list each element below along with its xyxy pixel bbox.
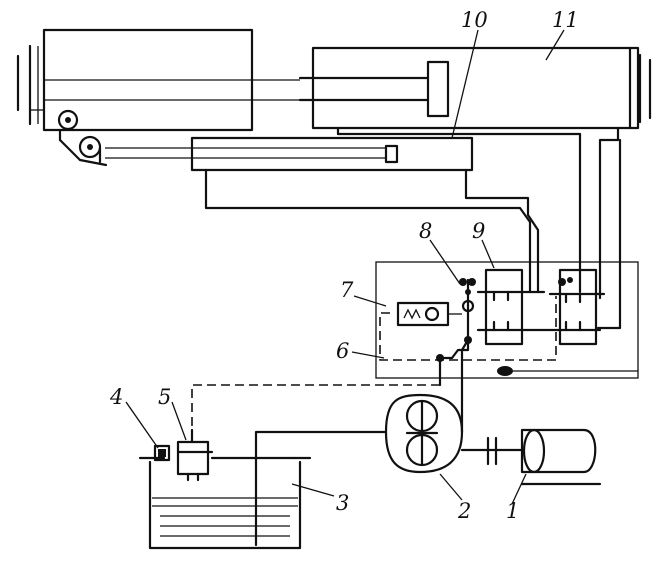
- filter-5: [176, 428, 214, 482]
- label-9: 9: [472, 219, 485, 243]
- valve-8: [448, 278, 476, 344]
- leader-lines: [125, 29, 565, 505]
- relief-valve-7: [379, 296, 557, 361]
- labels: 10 11 8 9 7 6 4 5 3 2 1: [109, 8, 579, 523]
- panel-connections: [191, 338, 638, 430]
- motor-1: [460, 428, 602, 486]
- valve-panel: [375, 261, 639, 379]
- machine-table: [16, 28, 320, 132]
- label-10: 10: [461, 8, 488, 32]
- label-4: 4: [109, 385, 123, 409]
- tank-3: [138, 456, 312, 550]
- return-4: [153, 444, 171, 462]
- pipelines-upper: [204, 126, 622, 330]
- cylinder-11: [298, 46, 652, 136]
- pump-2: [384, 393, 464, 474]
- cylinder-10: [98, 136, 474, 172]
- label-8: 8: [419, 219, 432, 243]
- label-2: 2: [457, 499, 471, 523]
- label-11: 11: [552, 8, 579, 32]
- suction-line: [254, 430, 388, 547]
- pivot-rollers: [57, 109, 108, 167]
- valve-block-right: [548, 268, 606, 346]
- pressure-line: [460, 338, 470, 434]
- label-7: 7: [340, 278, 354, 302]
- label-5: 5: [158, 385, 171, 409]
- label-3: 3: [336, 491, 349, 515]
- label-1: 1: [506, 499, 519, 523]
- label-6: 6: [336, 339, 349, 363]
